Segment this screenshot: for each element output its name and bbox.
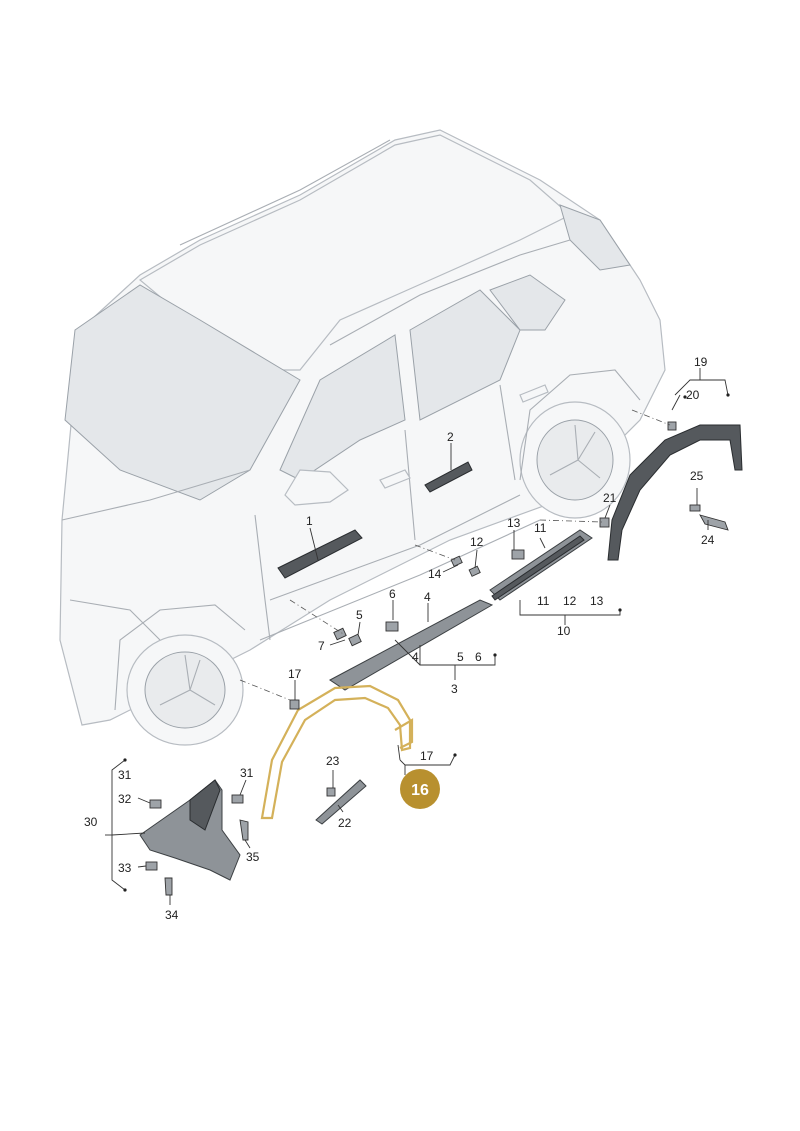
label-32: 32 [118, 792, 132, 806]
label-2: 2 [447, 430, 454, 444]
label-34: 34 [165, 908, 179, 922]
label-20: 20 [686, 388, 700, 402]
assembly-lines [239, 409, 671, 701]
label-6a: 6 [389, 587, 396, 601]
label-17a: 17 [288, 667, 302, 681]
label-12b: 12 [563, 594, 577, 608]
label-21: 21 [603, 491, 617, 505]
label-33: 33 [118, 861, 132, 875]
front-door-molding [277, 529, 363, 579]
label-11b: 11 [537, 594, 550, 608]
highlight-callout-16[interactable]: 16 [400, 769, 440, 809]
label-14: 14 [428, 567, 442, 581]
leader-lines [105, 368, 729, 905]
label-5a: 5 [356, 608, 363, 622]
rear-door-molding [424, 461, 473, 493]
label-24: 24 [701, 533, 715, 547]
label-35: 35 [246, 850, 260, 864]
label-13b: 13 [590, 594, 604, 608]
label-25: 25 [690, 469, 704, 483]
label-30: 30 [84, 815, 98, 829]
label-19: 19 [694, 355, 708, 369]
rear-wheel-arch-trim [607, 424, 743, 561]
label-5b: 5 [457, 650, 464, 664]
front-wheel-arch-trim-16 [260, 684, 412, 820]
label-6b: 6 [475, 650, 482, 664]
bracket-dots [123, 393, 730, 892]
part-labels: 1 2 4 6 5 7 14 12 13 11 21 4 5 6 3 11 12… [84, 355, 715, 922]
label-31a: 31 [118, 768, 132, 782]
label-22: 22 [338, 816, 352, 830]
label-11a: 11 [534, 521, 547, 535]
label-3: 3 [451, 682, 458, 696]
highlight-label: 16 [411, 782, 429, 799]
label-7: 7 [318, 639, 325, 653]
label-12a: 12 [470, 535, 484, 549]
label-4b: 4 [412, 650, 419, 664]
car-body [59, 129, 666, 746]
label-13a: 13 [507, 516, 521, 530]
label-31b: 31 [240, 766, 254, 780]
label-1: 1 [306, 514, 313, 528]
label-10: 10 [557, 624, 571, 638]
label-4a: 4 [424, 590, 431, 604]
label-17b: 17 [420, 749, 434, 763]
clips [289, 421, 729, 825]
label-23: 23 [326, 754, 340, 768]
